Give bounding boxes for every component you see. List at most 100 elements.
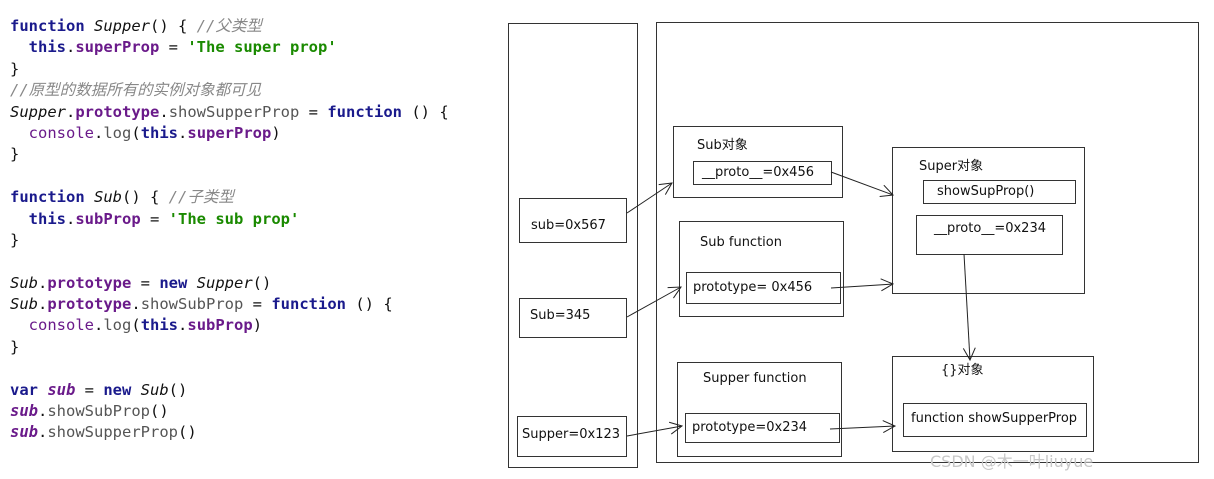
code-token: . bbox=[94, 316, 104, 335]
code-token: log bbox=[103, 123, 132, 142]
code-line: Supper.prototype.showSupperProp = functi… bbox=[10, 102, 449, 123]
arrow-Sub-to-sub-function bbox=[626, 287, 681, 318]
code-token: . bbox=[38, 402, 48, 421]
code-token: 'The super prop' bbox=[187, 38, 337, 57]
watermark: CSDN @木一叶liuyue bbox=[930, 452, 1094, 471]
code-token: . bbox=[38, 273, 48, 292]
code-line: this.superProp = 'The super prop' bbox=[10, 37, 449, 58]
code-token: () { bbox=[402, 102, 449, 121]
code-token: . bbox=[159, 102, 169, 121]
code-token: () bbox=[150, 402, 169, 421]
code-token: Supper bbox=[94, 17, 150, 35]
code-token: subProp bbox=[75, 209, 141, 228]
sub-function-title: Sub function bbox=[700, 235, 782, 250]
code-token: Sub bbox=[140, 380, 169, 399]
code-token: ( bbox=[131, 123, 141, 142]
sub-object-proto-label: __proto__=0x456 bbox=[702, 165, 814, 180]
code-token: prototype bbox=[47, 273, 132, 292]
code-token: prototype bbox=[75, 102, 160, 121]
code-token: . bbox=[66, 38, 76, 57]
code-line: Sub.prototype.showSubProp = function () … bbox=[10, 294, 449, 315]
code-token: this bbox=[28, 209, 66, 228]
code-token: = bbox=[131, 273, 160, 292]
code-line: this.subProp = 'The sub prop' bbox=[10, 209, 449, 230]
code-token: Supper bbox=[196, 273, 253, 292]
supper-function-prototype-label: prototype=0x234 bbox=[692, 420, 808, 435]
code-token: () bbox=[252, 273, 272, 292]
code-token: . bbox=[178, 123, 188, 142]
code-token: function bbox=[10, 188, 94, 207]
code-token: function bbox=[10, 17, 94, 35]
code-token: log bbox=[103, 316, 132, 335]
code-token: superProp bbox=[75, 38, 160, 57]
code-token: showSupperProp bbox=[47, 423, 178, 442]
code-line: //原型的数据所有的实例对象都可见 bbox=[10, 80, 449, 101]
code-token: Sub bbox=[94, 188, 122, 207]
code-token: this bbox=[140, 123, 179, 142]
code-token: sub bbox=[10, 423, 38, 442]
empty-object-method: function showSupperProp bbox=[903, 403, 1087, 437]
code-line: } bbox=[10, 230, 449, 251]
arrow-Supper-to-supper-function bbox=[626, 426, 682, 437]
code-token: this bbox=[28, 38, 66, 57]
code-token: } bbox=[10, 337, 20, 356]
arrow-super-proto-to-empty-object bbox=[964, 253, 970, 360]
arrow-sub-to-sub-object bbox=[626, 183, 672, 214]
supper-function-prototype: prototype=0x234 bbox=[685, 413, 840, 443]
stack-Sub-label: Sub=345 bbox=[530, 308, 591, 323]
super-object-proto-label: __proto__=0x234 bbox=[934, 221, 1046, 236]
stack-var-Supper: Supper=0x123 bbox=[517, 416, 627, 457]
code-listing: function Supper() { //父类型 this.superProp… bbox=[10, 16, 449, 444]
super-object-method-label: showSupProp() bbox=[937, 184, 1035, 199]
supper-function-box: Supper function prototype=0x234 bbox=[677, 362, 842, 457]
super-object-box: Super对象 showSupProp() __proto__=0x234 bbox=[892, 147, 1085, 294]
code-line: var sub = new Sub() bbox=[10, 380, 449, 401]
code-token: ) bbox=[271, 123, 281, 142]
arrow-sub-proto-to-super-object bbox=[830, 171, 893, 195]
code-token: superProp bbox=[187, 123, 272, 142]
code-token: . bbox=[178, 316, 188, 335]
sub-function-box: Sub function prototype= 0x456 bbox=[679, 221, 844, 317]
stack-var-sub: sub=0x567 bbox=[519, 198, 627, 243]
code-token: = bbox=[159, 38, 188, 57]
empty-object-box: {}对象 function showSupperProp bbox=[892, 356, 1094, 452]
code-token: . bbox=[66, 102, 76, 121]
code-token: showSubProp bbox=[47, 402, 150, 421]
super-object-method: showSupProp() bbox=[923, 180, 1076, 204]
code-token: sub bbox=[47, 380, 76, 399]
code-token: console bbox=[28, 316, 94, 335]
code-token: . bbox=[38, 295, 48, 314]
sub-function-prototype: prototype= 0x456 bbox=[686, 272, 841, 304]
code-line: function Sub() { //子类型 bbox=[10, 187, 449, 208]
stack-Supper-label: Supper=0x123 bbox=[522, 427, 621, 442]
code-token: function bbox=[327, 102, 402, 121]
code-line: sub.showSubProp() bbox=[10, 401, 449, 422]
code-token: //父类型 bbox=[196, 17, 262, 35]
sub-object-box: Sub对象 __proto__=0x456 bbox=[673, 126, 843, 198]
code-token: prototype bbox=[47, 295, 132, 314]
code-token: 'The sub prop' bbox=[168, 209, 300, 228]
code-token: console bbox=[28, 123, 94, 142]
code-token: () bbox=[168, 380, 188, 399]
code-token: new bbox=[159, 273, 197, 292]
code-token: () { bbox=[346, 295, 393, 314]
code-token: } bbox=[10, 145, 20, 164]
code-line: } bbox=[10, 59, 449, 80]
code-token: ) bbox=[252, 316, 263, 335]
code-token: //原型的数据所有的实例对象都可见 bbox=[10, 81, 262, 100]
code-token: function bbox=[271, 295, 346, 314]
code-token: //子类型 bbox=[168, 188, 234, 207]
sub-object-proto: __proto__=0x456 bbox=[693, 161, 832, 185]
code-token: var bbox=[10, 380, 48, 399]
code-token: . bbox=[94, 123, 104, 142]
code-line: function Supper() { //父类型 bbox=[10, 16, 449, 37]
code-token: } bbox=[10, 59, 20, 78]
code-token: this bbox=[140, 316, 179, 335]
code-token: () bbox=[178, 423, 197, 442]
super-object-title: Super对象 bbox=[919, 159, 984, 174]
sub-object-title: Sub对象 bbox=[697, 138, 748, 153]
code-token: = bbox=[75, 380, 104, 399]
code-token: . bbox=[131, 295, 141, 314]
code-token: . bbox=[38, 423, 48, 442]
empty-object-method-label: function showSupperProp bbox=[911, 411, 1078, 426]
